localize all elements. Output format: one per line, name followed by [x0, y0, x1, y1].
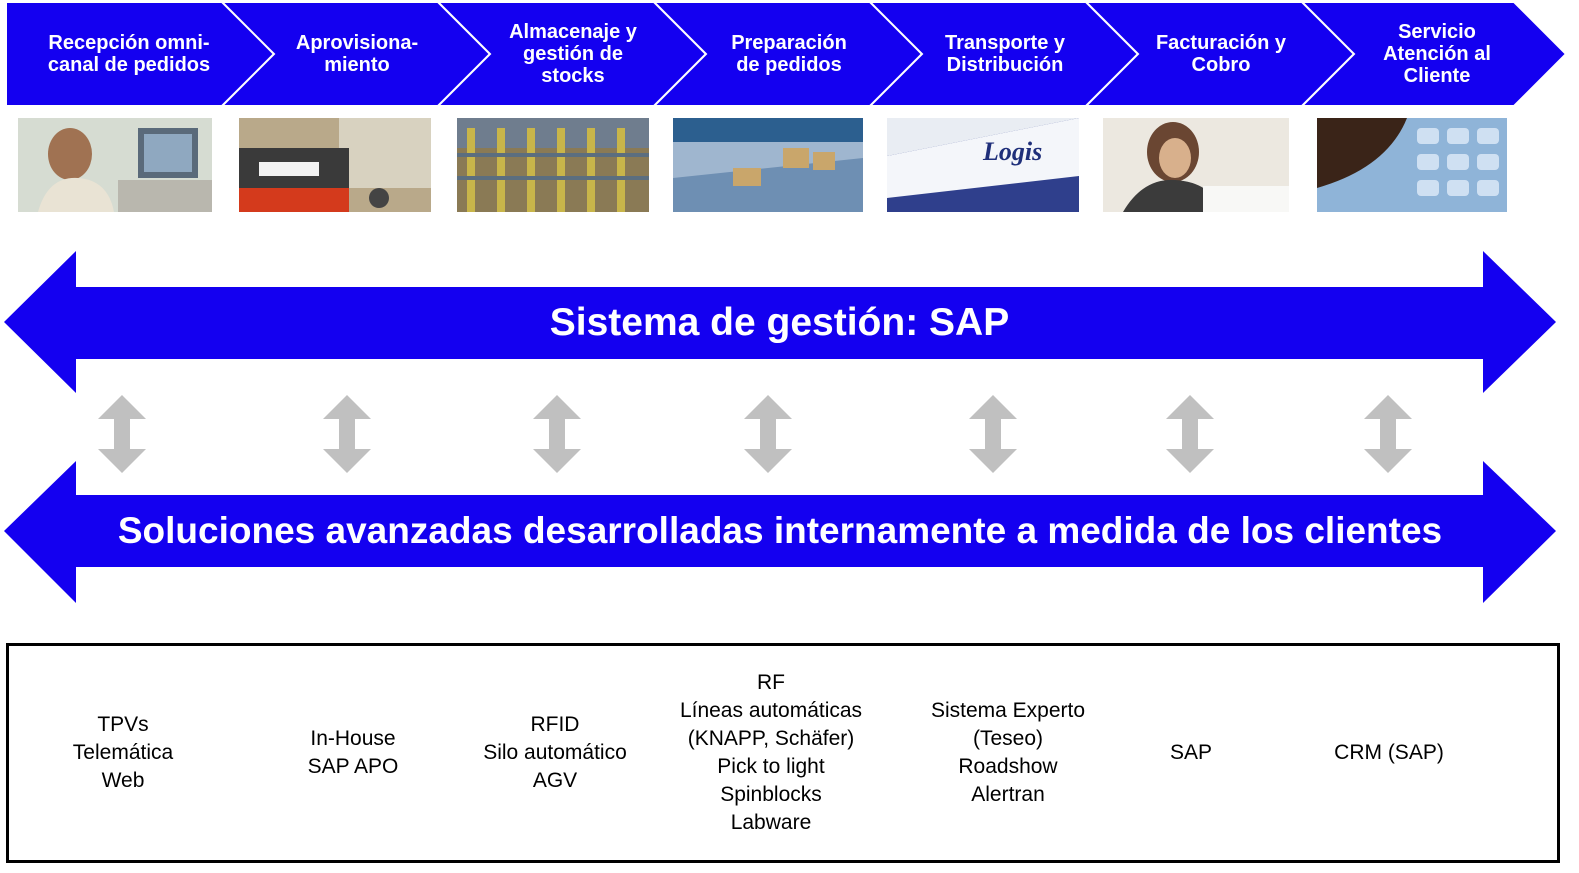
truck-logo-text: Logis	[982, 137, 1042, 166]
tool-list-4: RF Líneas automáticas (KNAPP, Schäfer) P…	[679, 671, 863, 834]
step-label-7: Servicio Atención al Cliente	[1383, 21, 1491, 87]
forklift-photo-icon	[239, 118, 431, 212]
vertical-connector-arrow	[1364, 395, 1412, 473]
tool-list-7: CRM (SAP)	[1334, 741, 1444, 764]
step-label-4: Preparación de pedidos	[731, 32, 847, 76]
management-system-label: Sistema de gestión: SAP	[549, 301, 1010, 344]
vertical-connector-arrow	[744, 395, 792, 473]
vertical-connector-arrow	[323, 395, 371, 473]
bands-and-connectors	[4, 251, 1556, 603]
step-label-1: Recepción omni- canal de pedidos	[47, 32, 211, 76]
step-label-2: Aprovisiona- miento	[295, 32, 419, 76]
process-step-chevron	[1299, 1, 1568, 107]
step-label-6: Facturación y Cobro	[1155, 32, 1287, 76]
warehouse-racks-photo-icon	[457, 118, 649, 212]
vertical-connector-arrow	[98, 395, 146, 473]
solutions-band-arrow	[4, 461, 1556, 603]
management-band-arrow	[4, 251, 1556, 393]
solutions-label: Soluciones avanzadas desarrolladas inter…	[117, 510, 1443, 551]
office-phone-photo-icon	[1103, 118, 1289, 212]
step-label-5: Transporte y Distribución	[944, 32, 1066, 76]
tool-list-6: SAP	[1169, 741, 1213, 764]
process-chevron-bar	[5, 1, 1568, 107]
tool-list-2: In-House SAP APO	[307, 727, 399, 778]
tools-box: TPVs Telemática Web In-House SAP APO RFI…	[6, 643, 1560, 863]
phone-keypad-photo-icon	[1317, 118, 1507, 212]
tool-list-3: RFID Silo automático AGV	[483, 713, 627, 792]
step-label-3: Almacenaje y gestión de stocks	[509, 21, 637, 87]
vertical-connector-arrow	[969, 395, 1017, 473]
vertical-connector-arrow	[1166, 395, 1214, 473]
conveyor-photo-icon	[673, 118, 863, 212]
tool-list-5: Sistema Experto (Teseo) Roadshow Alertra…	[930, 699, 1086, 806]
tool-list-1: TPVs Telemática Web	[72, 713, 174, 792]
call-center-photo-icon	[18, 118, 212, 212]
vertical-connector-arrow	[533, 395, 581, 473]
truck-photo-icon: Logis	[887, 118, 1079, 212]
